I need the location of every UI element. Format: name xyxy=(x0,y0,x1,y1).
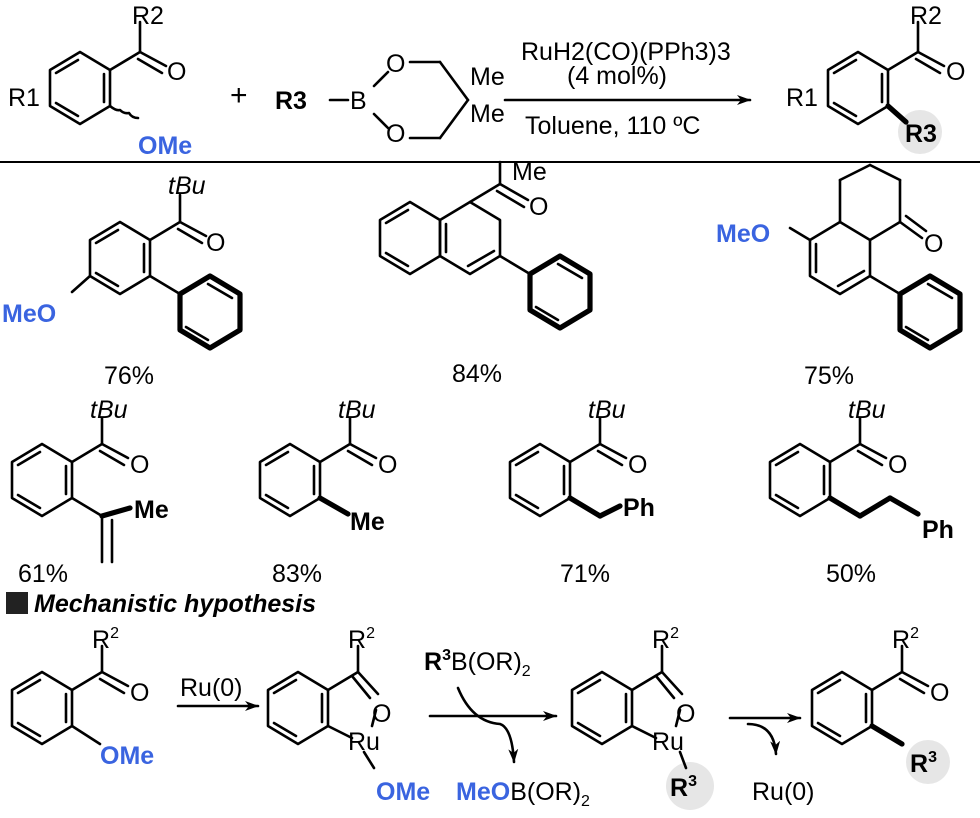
example-3-yield: 75% xyxy=(804,362,854,390)
example-4-methyl: Me xyxy=(134,496,169,524)
mech-substrate-r2: R2 xyxy=(92,625,119,654)
example-3-structure xyxy=(788,163,963,351)
example-6-phenyl: Ph xyxy=(623,494,655,522)
mech-byproduct: MeOB(OR)2 xyxy=(456,778,590,810)
example-7-oxygen: O xyxy=(888,451,907,479)
methyl-label-lower: Me xyxy=(470,100,505,128)
mech-int2-r2: R2 xyxy=(652,625,679,654)
mech-product-oxygen: O xyxy=(930,679,949,707)
example-1-oxygen: O xyxy=(206,229,225,257)
methoxy-label: OMe xyxy=(138,132,192,160)
mech-step1-reagent: Ru(0) xyxy=(180,674,243,702)
example-6-structure xyxy=(508,416,628,519)
example-1-group: tBu xyxy=(168,172,206,200)
mech-transmetalation-curve xyxy=(456,686,519,764)
mech-int2-oxygen: O xyxy=(676,700,695,728)
mech-substrate-methoxy: OMe xyxy=(100,742,154,770)
mech-release-curve xyxy=(746,722,781,756)
example-3-oxygen: O xyxy=(924,230,943,258)
example-2-oxygen: O xyxy=(529,193,548,221)
section-marker-square xyxy=(6,592,28,614)
product-r3-label: R3 xyxy=(905,120,937,148)
example-5-structure xyxy=(258,416,378,518)
mech-ru-aryl xyxy=(570,644,688,770)
oxygen-label-lower: O xyxy=(386,120,405,148)
product-aryl-ketone xyxy=(826,20,946,126)
starting-aryl-ketone xyxy=(48,20,168,126)
example-5-group: tBu xyxy=(338,396,376,424)
example-6-oxygen: O xyxy=(628,451,647,479)
mech-int1-r2: R2 xyxy=(348,625,375,654)
boron-label: B xyxy=(350,87,367,115)
r1-label: R1 xyxy=(8,84,40,112)
example-7-yield: 50% xyxy=(826,560,876,588)
mech-int1-oxygen: O xyxy=(372,700,391,728)
r3-highlight-product xyxy=(906,740,950,784)
mech-int1-ru: Ru xyxy=(348,728,380,756)
example-5-yield: 83% xyxy=(272,560,322,588)
conditions-label: Toluene, 110 ºC xyxy=(525,112,700,140)
oxygen-label-upper: O xyxy=(386,50,405,78)
example-6-yield: 71% xyxy=(560,560,610,588)
example-2-structure xyxy=(378,160,593,331)
product-r1-label: R1 xyxy=(786,84,818,112)
example-7-group: tBu xyxy=(848,396,886,424)
example-1-structure xyxy=(70,193,243,351)
mech-int2-r3: R3 xyxy=(670,773,697,802)
mech-substrate xyxy=(10,644,130,746)
r3-highlight-top xyxy=(898,110,942,154)
r3-label-reagent: R3 xyxy=(275,87,307,115)
mech-ru-alkoxide xyxy=(266,644,380,770)
mech-int2-ru: Ru xyxy=(652,728,684,756)
mech-product-r3: R3 xyxy=(910,749,937,778)
r2-label: R2 xyxy=(132,2,164,30)
mechanism-title: Mechanistic hypothesis xyxy=(34,590,316,618)
example-4-yield: 61% xyxy=(18,560,68,588)
example-3-methoxy: MeO xyxy=(716,220,770,248)
mech-substrate-oxygen: O xyxy=(130,679,149,707)
example-2-yield: 84% xyxy=(452,360,502,388)
mech-product-r2: R2 xyxy=(892,625,919,654)
mech-regenerated-ru: Ru(0) xyxy=(752,778,815,806)
example-1-methoxy: MeO xyxy=(2,300,56,328)
carbonyl-oxygen-label: O xyxy=(167,58,186,86)
catalyst-label: RuH2(CO)(PPh3)3 xyxy=(521,38,731,66)
example-5-methyl: Me xyxy=(350,508,385,536)
example-4-structure xyxy=(10,416,133,564)
product-oxygen-label: O xyxy=(946,58,965,86)
example-6-group: tBu xyxy=(588,396,626,424)
example-5-oxygen: O xyxy=(378,451,397,479)
example-2-group: Me xyxy=(512,158,547,186)
plus-sign: + xyxy=(230,79,248,112)
example-1-yield: 76% xyxy=(104,362,154,390)
example-7-structure xyxy=(768,416,921,519)
example-7-phenyl: Ph xyxy=(922,516,954,544)
catalyst-loading: (4 mol%) xyxy=(567,62,667,90)
mech-product xyxy=(810,644,930,747)
mech-boronate-reagent: R3B(OR)2 xyxy=(424,647,531,680)
r3-highlight-ru xyxy=(666,762,714,810)
methyl-label-upper: Me xyxy=(470,63,505,91)
product-r2-label: R2 xyxy=(910,2,942,30)
example-4-group: tBu xyxy=(90,396,128,424)
example-4-oxygen: O xyxy=(130,451,149,479)
mech-int1-methoxy: OMe xyxy=(376,778,430,806)
boronic-ester xyxy=(328,60,470,140)
